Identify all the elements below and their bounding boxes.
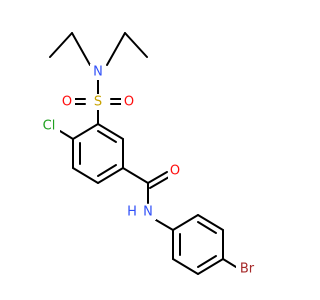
atom-br: Br <box>240 262 255 277</box>
bond-c-o-a <box>147 171 168 184</box>
bond-layer <box>49 32 237 275</box>
ring-a-double-1 <box>97 130 117 143</box>
ring-b-bond-5 <box>172 258 199 275</box>
ring-a-double-2 <box>97 164 117 177</box>
atom-o-carbonyl: O <box>170 164 180 179</box>
bond-nh-ring <box>155 219 174 231</box>
bond-ethyl2-ch3 <box>124 32 148 58</box>
ring-a-bond-3 <box>97 167 124 184</box>
ring-b-double-2 <box>197 255 217 268</box>
ring-a-bond-1 <box>97 123 124 140</box>
atom-layer: N S O O Cl O N H Br <box>38 64 258 277</box>
molecule-structure: N S O O Cl O N H Br <box>38 32 258 277</box>
ring-b-bond-2 <box>197 214 224 231</box>
ring-a-bond-4 <box>72 167 99 184</box>
bond-ethyl1-ch2 <box>71 32 91 66</box>
ring-b-bond-1 <box>172 214 199 231</box>
bond-c-cl <box>59 130 74 140</box>
ring-b-bond-4 <box>197 258 224 275</box>
ring-b-double-1 <box>197 221 217 234</box>
bond-ethyl1-ch3 <box>49 32 73 58</box>
atom-s-sulfonyl: S <box>94 95 102 110</box>
ring-a-bond-6 <box>72 123 99 140</box>
atom-o-right: O <box>124 95 134 110</box>
bond-ring-carbonyl <box>122 167 149 184</box>
atom-h-amide: H <box>127 205 137 220</box>
atom-n-sulfonamide: N <box>93 65 103 80</box>
atom-n-amide: N <box>143 205 153 220</box>
atom-o-left: O <box>62 95 72 110</box>
bond-ethyl2-ch2 <box>106 32 126 66</box>
bond-c-br <box>222 258 237 268</box>
atom-cl: Cl <box>43 119 56 134</box>
bond-c-o-b <box>149 176 170 189</box>
